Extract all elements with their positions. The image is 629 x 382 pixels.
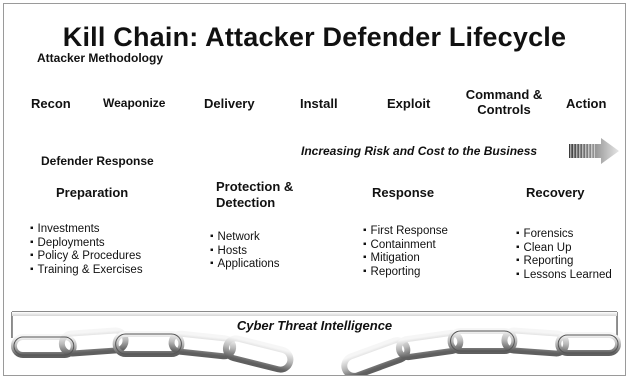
list-item: First Response (363, 225, 448, 239)
attacker-methodology-heading: Attacker Methodology (37, 51, 164, 65)
recovery-list: Forensics Clean Up Reporting Lessons Lea… (516, 228, 612, 282)
cyber-threat-intelligence-label: Cyber Threat Intelligence (236, 318, 393, 333)
list-item: Training & Exercises (30, 264, 143, 278)
list-item: Mitigation (363, 252, 448, 266)
list-item: Reporting (516, 255, 612, 269)
preparation-list: Investments Deployments Policy & Procedu… (30, 223, 143, 277)
list-item: Applications (210, 258, 280, 272)
protection-detection-list: Network Hosts Applications (210, 231, 280, 272)
slide-title: Kill Chain: Attacker Defender Lifecycle (62, 22, 567, 52)
phase-action: Action (566, 96, 607, 111)
list-item: Deployments (30, 237, 143, 251)
chain-graphic (10, 311, 622, 375)
list-item: Clean Up (516, 242, 612, 256)
list-item: Lessons Learned (516, 269, 612, 283)
group-title-protection-detection: Protection & Detection (216, 179, 294, 210)
phase-delivery: Delivery (204, 96, 255, 111)
phase-weaponize: Weaponize (103, 96, 166, 110)
list-item: Investments (30, 223, 143, 237)
group-title-response: Response (372, 185, 435, 200)
list-item: Hosts (210, 245, 280, 259)
response-list: First Response Containment Mitigation Re… (363, 225, 448, 279)
list-item: Network (210, 231, 280, 245)
group-title-recovery: Recovery (526, 185, 585, 200)
list-item: Forensics (516, 228, 612, 242)
phase-install: Install (300, 96, 338, 111)
defender-response-heading: Defender Response (41, 154, 154, 168)
phase-exploit: Exploit (387, 96, 431, 111)
list-item: Reporting (363, 266, 448, 280)
risk-label: Increasing Risk and Cost to the Business (301, 144, 538, 158)
group-title-preparation: Preparation (56, 185, 129, 200)
slide: Kill Chain: Attacker Defender Lifecycle … (3, 3, 626, 376)
list-item: Policy & Procedures (30, 250, 143, 264)
risk-arrow-icon (569, 138, 619, 164)
list-item: Containment (363, 239, 448, 253)
phase-command-and-controls: Command & Controls (465, 87, 543, 117)
phase-recon: Recon (31, 96, 71, 111)
